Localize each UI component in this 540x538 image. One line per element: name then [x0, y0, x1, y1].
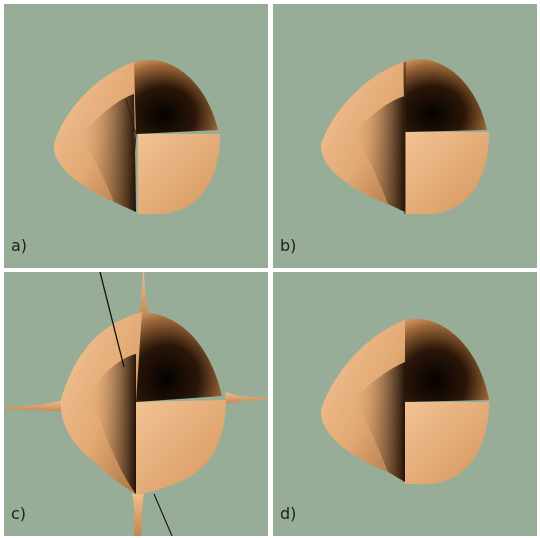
panel-label: c) [11, 504, 27, 523]
spike-right [224, 392, 268, 404]
panel-label: b) [280, 236, 297, 255]
panel-b: b) [273, 4, 537, 268]
ray-line [99, 272, 125, 368]
panel-c: c) [4, 272, 268, 536]
panel-label: a) [11, 236, 28, 255]
panel-label: d) [280, 504, 297, 523]
surface-quadrant [405, 132, 489, 214]
surface-dark-wedge [403, 59, 487, 132]
surface-render-c [4, 272, 268, 536]
surface-quadrant [138, 134, 220, 214]
spike-left [4, 400, 66, 412]
surface-shadow [89, 354, 136, 494]
spike-top [138, 272, 150, 318]
ray-line [153, 493, 173, 536]
surface-shadow [353, 96, 405, 212]
surface-shadow [79, 94, 136, 212]
surface-render-a [53, 59, 220, 214]
panel-d: d) [273, 272, 537, 536]
surface-render-d [320, 318, 489, 484]
seam-line [125, 98, 137, 210]
surface-render-b [320, 59, 489, 214]
panel-a: a) [4, 4, 268, 268]
surface-dark-wedge [405, 318, 489, 402]
surface-shadow [353, 362, 405, 482]
spike-bottom [132, 494, 144, 536]
surface-quadrant [136, 400, 226, 494]
surface-quadrant [405, 402, 489, 484]
surface-dark-wedge [136, 312, 222, 402]
surface-dark-wedge [134, 59, 218, 134]
